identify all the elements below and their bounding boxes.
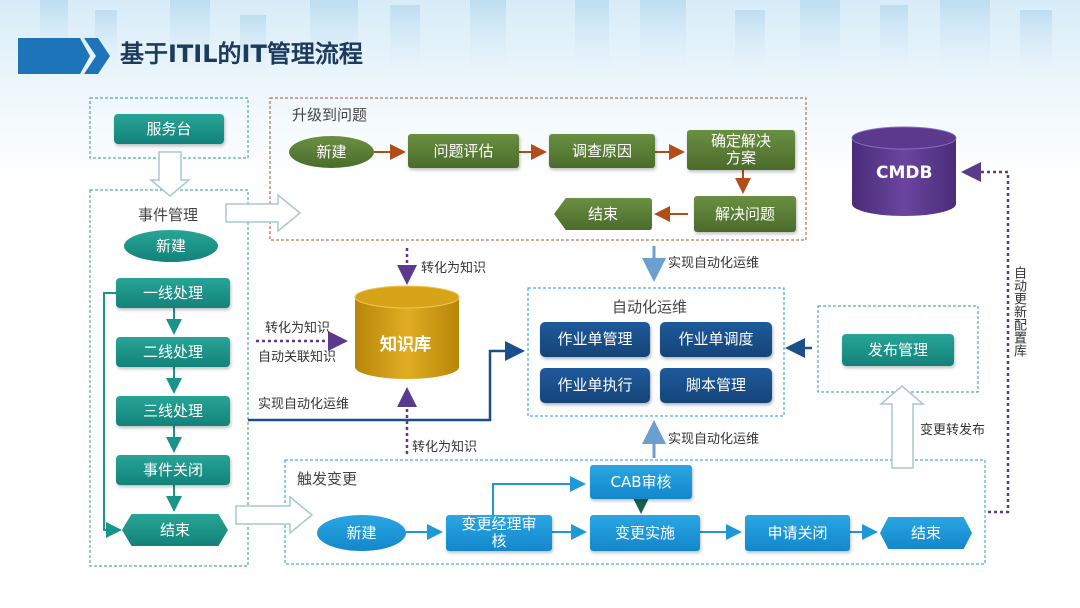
incident-line1-box[interactable]: 一线处理 xyxy=(116,278,230,308)
problem-investigate-box[interactable]: 调查原因 xyxy=(549,134,655,168)
cab-review-box[interactable]: CAB审核 xyxy=(590,465,692,499)
incident-group-label: 事件管理 xyxy=(138,206,199,224)
page-title: 基于ITIL的IT管理流程 xyxy=(120,40,363,68)
label-auto-update-cmdb: 自动更新配置库 xyxy=(1011,266,1026,357)
cmdb-label: CMDB xyxy=(876,163,933,183)
problem-end-node[interactable]: 结束 xyxy=(554,198,652,230)
ticket-execution-box[interactable]: 作业单执行 xyxy=(540,368,650,403)
label-change-to-release: 变更转发布 xyxy=(920,423,986,438)
change-new-node[interactable]: 新建 xyxy=(317,515,406,551)
problem-group-label: 升级到问题 xyxy=(292,106,368,124)
label-auto-link-knowledge: 自动关联知识 xyxy=(258,350,337,365)
label-change-to-automation: 实现自动化运维 xyxy=(668,432,760,447)
ticket-management-box[interactable]: 作业单管理 xyxy=(540,322,650,357)
label-to-knowledge-top: 转化为知识 xyxy=(421,261,487,276)
label-change-to-knowledge: 转化为知识 xyxy=(412,440,478,455)
problem-determine-box[interactable]: 确定解决方案 xyxy=(687,130,795,170)
label-to-automation-top: 实现自动化运维 xyxy=(668,256,760,271)
problem-resolve-box[interactable]: 解决问题 xyxy=(694,196,796,232)
knowledge-base-label: 知识库 xyxy=(380,335,431,355)
change-manager-review-box[interactable]: 变更经理审核 xyxy=(446,515,552,551)
incident-line3-box[interactable]: 三线处理 xyxy=(116,396,230,426)
change-implement-box[interactable]: 变更实施 xyxy=(590,515,700,551)
ticket-scheduling-box[interactable]: 作业单调度 xyxy=(660,322,772,357)
service-desk-box[interactable]: 服务台 xyxy=(114,114,224,144)
label-to-knowledge-left: 转化为知识 xyxy=(265,321,331,336)
release-management-box[interactable]: 发布管理 xyxy=(842,334,954,366)
chevron-right-icon xyxy=(18,38,110,74)
incident-new-node[interactable]: 新建 xyxy=(124,230,218,262)
background-skyline xyxy=(40,0,1052,100)
automation-group-label: 自动化运维 xyxy=(612,298,688,316)
change-end-node[interactable]: 结束 xyxy=(880,517,972,549)
problem-new-node[interactable]: 新建 xyxy=(289,136,374,168)
apply-close-box[interactable]: 申请关闭 xyxy=(745,515,850,551)
cmdb-cylinder xyxy=(851,126,957,216)
label-incident-to-automation: 实现自动化运维 xyxy=(258,397,350,412)
change-group-label: 触发变更 xyxy=(297,470,358,488)
script-management-box[interactable]: 脚本管理 xyxy=(660,368,772,403)
incident-line2-box[interactable]: 二线处理 xyxy=(116,337,230,367)
incident-end-node[interactable]: 结束 xyxy=(122,514,228,546)
problem-evaluate-box[interactable]: 问题评估 xyxy=(408,134,519,168)
incident-close-box[interactable]: 事件关闭 xyxy=(116,455,230,485)
